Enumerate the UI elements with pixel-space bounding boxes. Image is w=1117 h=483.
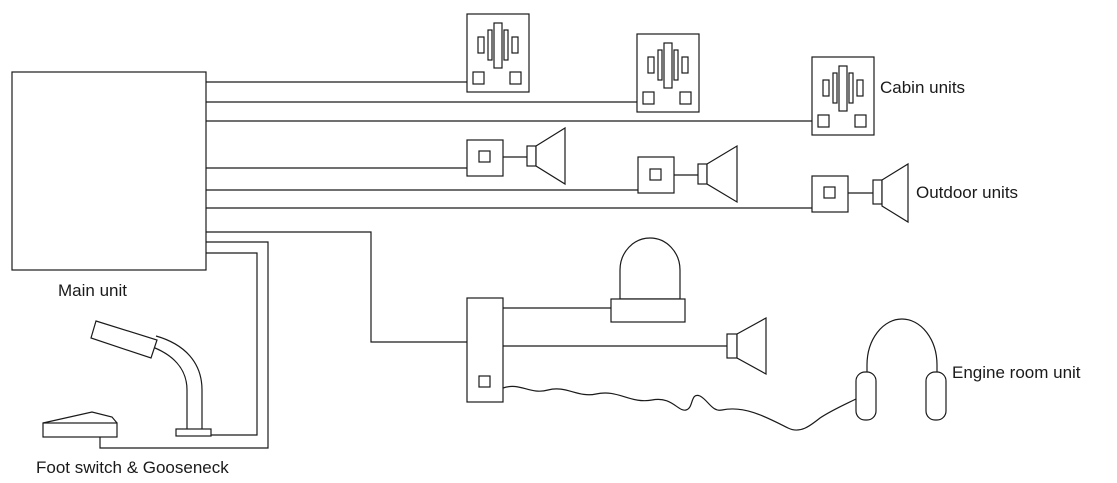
outdoor-units-label: Outdoor units (916, 183, 1018, 202)
engine-room-speaker (726, 316, 767, 376)
cabin-unit-2 (636, 33, 700, 113)
gooseneck-microphone (90, 320, 212, 437)
outdoor-unit-3 (811, 162, 909, 224)
outdoor-unit-2 (637, 144, 738, 204)
foot-switch (42, 411, 118, 438)
engine-room-cable (206, 231, 467, 343)
main-unit (11, 71, 207, 271)
cabin-unit-1 (466, 13, 530, 93)
outdoor-unit-1 (466, 126, 566, 186)
cabin-unit-3 (811, 56, 875, 136)
outdoor-unit-cables (206, 167, 812, 209)
engine-room-junction-box (466, 297, 727, 403)
beacon-lamp (610, 237, 686, 323)
cabin-units-label: Cabin units (880, 78, 965, 97)
foot-switch-gooseneck-label: Foot switch & Gooseneck (36, 458, 229, 477)
cabin-unit-cables (206, 81, 812, 122)
foot-switch-cables (99, 241, 269, 449)
main-unit-label: Main unit (58, 281, 127, 300)
engine-room-unit-label: Engine room unit (952, 363, 1081, 382)
engine-room-headset (502, 318, 947, 431)
